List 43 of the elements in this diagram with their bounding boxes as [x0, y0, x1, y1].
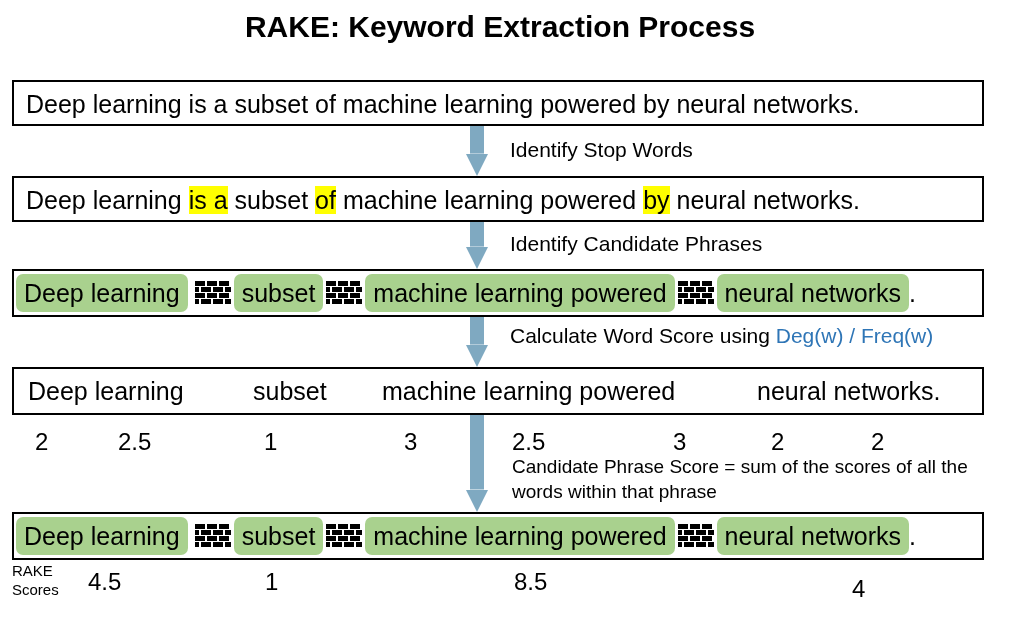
sentence-box: [12, 80, 984, 126]
phrase-highlight: machine learning powered: [365, 274, 675, 312]
score-number: 2: [871, 428, 885, 456]
down-arrow: [465, 415, 489, 512]
score-number: 4.5: [88, 568, 122, 596]
phrase-text: Deep learning: [28, 377, 184, 406]
phrase-highlight: Deep learning: [16, 274, 188, 312]
edge-label: Calculate Word Score using Deg(w) / Freq(w): [510, 324, 934, 348]
score-number: 8.5: [514, 568, 548, 596]
sentence-text: .: [909, 278, 917, 308]
phrase-text: subset: [253, 377, 327, 406]
score-number: 2.5: [512, 428, 546, 456]
score-number: 4: [852, 575, 866, 603]
phrase-highlight: subset: [233, 274, 324, 312]
sentence-box: [12, 512, 984, 560]
phrase-text: machine learning powered: [382, 377, 676, 406]
down-arrow: [465, 126, 489, 176]
score-number: 2: [35, 428, 49, 456]
phrase-highlight: neural networks: [716, 517, 910, 555]
edge-label: Candidate Phrase Score = sum of the scores of all the words within that phrase: [512, 455, 969, 504]
phrase-highlight: machine learning powered: [365, 517, 675, 555]
phrase-highlight: neural networks: [716, 274, 910, 312]
edge-label: Identify Candidate Phrases: [510, 232, 763, 256]
row-label: RAKE Scores: [12, 562, 60, 600]
sentence-box: [12, 176, 984, 222]
down-arrow: [465, 222, 489, 269]
score-number: 2: [771, 428, 785, 456]
score-number: 1: [265, 568, 279, 596]
phrase-text: neural networks.: [757, 377, 941, 406]
down-arrow: [465, 317, 489, 367]
title: RAKE: Keyword Extraction Process: [243, 10, 757, 44]
phrase-highlight: subset: [233, 517, 324, 555]
sentence-text: .: [909, 521, 917, 551]
score-number: 3: [404, 428, 418, 456]
sentence-box: [12, 269, 984, 317]
sentence-text: Deep learning is a subset of machine learning powered by neural networks.: [26, 186, 860, 215]
score-number: 2.5: [118, 428, 152, 456]
sentence-box: [12, 367, 984, 415]
score-number: 1: [264, 428, 278, 456]
score-number: 3: [673, 428, 687, 456]
phrase-highlight: Deep learning: [16, 517, 188, 555]
edge-label: Identify Stop Words: [510, 138, 693, 162]
sentence-text: Deep learning is a subset of machine learning powered by neural networks.: [26, 90, 860, 119]
